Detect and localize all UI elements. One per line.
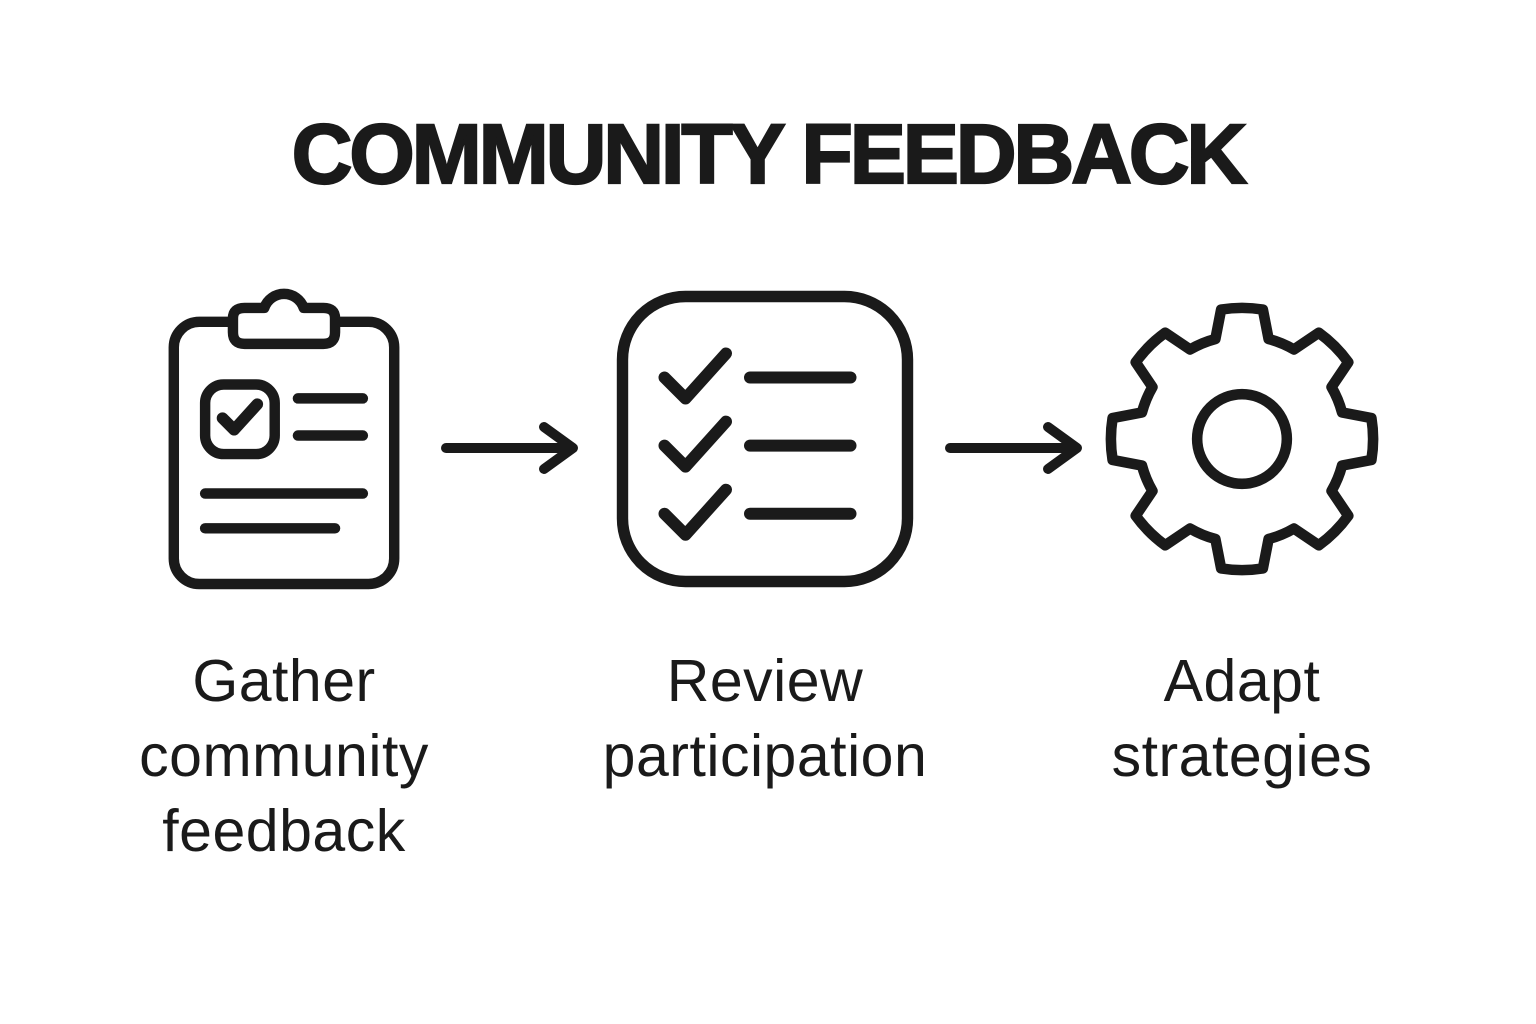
- check-row-3: [658, 483, 732, 541]
- check-row-2: [658, 415, 732, 473]
- step-review-participation: Review participation: [565, 280, 965, 794]
- gear-teeth: [1105, 302, 1379, 576]
- checkbox-checkmark: [216, 398, 264, 436]
- arrow-head: [1043, 422, 1082, 474]
- step-label-gather: Gather community feedback: [139, 648, 429, 864]
- arrow-right-icon: [440, 418, 580, 478]
- step-gather-feedback: Gather community feedback: [84, 280, 484, 869]
- gear-icon: [1104, 280, 1380, 598]
- step-label-review: Review participation: [602, 648, 928, 789]
- checklist-card: [616, 290, 914, 588]
- clipboard-check-icon: [168, 280, 400, 598]
- diagram-title: COMMUNITY FEEDBACK: [291, 107, 1249, 201]
- arrow-right-icon: [944, 418, 1084, 478]
- checkbox: [199, 379, 280, 460]
- clipboard-body: [168, 316, 400, 590]
- clipboard-clip: [227, 288, 341, 350]
- gear-hub: [1191, 388, 1293, 490]
- arrow-head: [539, 422, 578, 474]
- step-adapt-strategies: Adapt strategies: [1042, 280, 1442, 794]
- check-row-1: [658, 347, 732, 405]
- step-label-adapt: Adapt strategies: [1111, 648, 1373, 789]
- checklist-icon: [615, 280, 915, 598]
